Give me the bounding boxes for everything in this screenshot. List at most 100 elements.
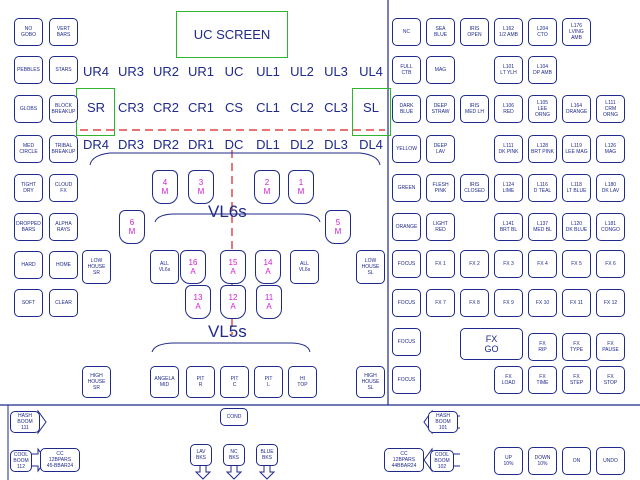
color-l126-mag[interactable]: L126 MAG — [596, 135, 625, 163]
low-house-sr-button[interactable]: LOW HOUSE SR — [82, 250, 111, 284]
position-dr2[interactable]: DR2 — [152, 137, 179, 152]
gobo-vert-bars[interactable]: VERT BARS — [49, 18, 78, 46]
color-green[interactable]: GREEN — [392, 174, 421, 202]
color-deep-straw[interactable]: DEEP STRAW — [426, 95, 455, 123]
nc-booms-button[interactable]: NC BKS — [223, 444, 245, 466]
cc-left-button[interactable]: CC 12BPARS 45-BBAR24 — [40, 448, 80, 472]
position-dc[interactable]: DC — [224, 137, 244, 152]
gobo-cloud-fx[interactable]: CLOUD FX — [49, 174, 78, 202]
fx-fx-rip-16[interactable]: FX RIP — [528, 333, 557, 361]
gobo-hard[interactable]: HARD — [14, 251, 43, 279]
position-sl[interactable]: SL — [363, 100, 379, 115]
up-10-button[interactable]: UP 10% — [494, 447, 523, 475]
color-l128-brt-pink[interactable]: L128 BRT PINK — [528, 135, 557, 163]
color-l176-lving-amb[interactable]: L176 LVING AMB — [562, 18, 591, 46]
fx-fx-7-8[interactable]: FX 7 — [426, 289, 455, 317]
color-l120-dk-blue[interactable]: L120 DK BLUE — [562, 213, 591, 241]
color-iris-med-lh[interactable]: IRIS MED LH — [460, 95, 489, 123]
pit-r-button[interactable]: PIT R — [186, 366, 215, 398]
gobo-pebbles[interactable]: PEBBLES — [14, 56, 43, 84]
fx-fx-type-17[interactable]: FX TYPE — [562, 333, 591, 361]
undo-button[interactable]: UNDO — [596, 447, 625, 475]
uc-screen-button[interactable]: UC SCREEN — [176, 11, 288, 58]
position-cr2[interactable]: CR2 — [152, 100, 179, 115]
down-10-button[interactable]: DOWN 10% — [528, 447, 557, 475]
position-cl2[interactable]: CL2 — [290, 100, 314, 115]
color-iris-open[interactable]: IRIS OPEN — [460, 18, 489, 46]
cool-boom-right-button[interactable]: COOL BOOM 102 — [430, 450, 454, 472]
position-ul3[interactable]: UL3 — [324, 64, 348, 79]
gobo-tight-dry[interactable]: TIGHT DRY — [14, 174, 43, 202]
hi-top-button[interactable]: HI TOP — [288, 366, 317, 398]
fx-fx-3-3[interactable]: FX 3 — [494, 250, 523, 278]
position-cr3[interactable]: CR3 — [117, 100, 144, 115]
fx-fx-11-12[interactable]: FX 11 — [562, 289, 591, 317]
color-light-red[interactable]: LIGHT RED — [426, 213, 455, 241]
fx-fx-9-10[interactable]: FX 9 — [494, 289, 523, 317]
fx-fx-load-20[interactable]: FX LOAD — [494, 366, 523, 394]
low-house-sl-button[interactable]: LOW HOUSE SL — [356, 250, 385, 284]
color-orange[interactable]: ORANGE — [392, 213, 421, 241]
all-vl6s-right-button[interactable]: ALL VL6s — [290, 250, 319, 284]
angela-mid-button[interactable]: ANGELA MID — [150, 366, 179, 398]
pit-l-button[interactable]: PIT L — [254, 366, 283, 398]
gobo-clear[interactable]: CLEAR — [49, 289, 78, 317]
pit-c-button[interactable]: PIT C — [220, 366, 249, 398]
cond-button[interactable]: COND — [220, 408, 248, 426]
color-flesh-pink[interactable]: FLESH PINK — [426, 174, 455, 202]
position-ur4[interactable]: UR4 — [82, 64, 109, 79]
position-dl3[interactable]: DL3 — [324, 137, 348, 152]
position-uc[interactable]: UC — [224, 64, 244, 79]
fx-fx-go-15[interactable]: FX GO — [460, 328, 523, 360]
high-house-sr-button[interactable]: HIGH HOUSE SR — [82, 366, 111, 398]
gobo-tribal-breakup[interactable]: TRIBAL BREAKUP — [49, 135, 78, 163]
color-l204-cto[interactable]: L204 CTO — [528, 18, 557, 46]
fx-fx-12-13[interactable]: FX 12 — [596, 289, 625, 317]
blue-booms-button[interactable]: BLUE BKS — [256, 444, 278, 466]
gobo-no-gobo[interactable]: NO GOBO — [14, 18, 43, 46]
gobo-block-breakup[interactable]: BLOCK BREAKUP — [49, 95, 78, 123]
color-l111-dk-pink[interactable]: L111 DK PINK — [494, 135, 523, 163]
color-l124-lime[interactable]: L124 LIME — [494, 174, 523, 202]
position-ul4[interactable]: UL4 — [359, 64, 383, 79]
position-dr1[interactable]: DR1 — [187, 137, 214, 152]
position-cl1[interactable]: CL1 — [256, 100, 280, 115]
fx-focus-0[interactable]: FOCUS — [392, 250, 421, 278]
cool-boom-left-button[interactable]: COOL BOOM 112 — [10, 450, 32, 472]
high-house-sl-button[interactable]: HIGH HOUSE SL — [356, 366, 385, 398]
position-ul2[interactable]: UL2 — [290, 64, 314, 79]
fx-fx-8-9[interactable]: FX 8 — [460, 289, 489, 317]
color-l181-congo[interactable]: L181 CONGO — [596, 213, 625, 241]
fx-fx-time-21[interactable]: FX TIME — [528, 366, 557, 394]
position-dr4[interactable]: DR4 — [82, 137, 109, 152]
hash-boom-left-button[interactable]: HASH BOOM 111 — [10, 411, 40, 433]
hash-boom-right-button[interactable]: HASH BOOM 101 — [428, 411, 458, 433]
position-ur2[interactable]: UR2 — [152, 64, 179, 79]
color-iris-closed[interactable]: IRIS CLOSED — [460, 174, 489, 202]
fx-fx-6-6[interactable]: FX 6 — [596, 250, 625, 278]
gobo-globs[interactable]: GLOBS — [14, 95, 43, 123]
cc-right-button[interactable]: CC 12BPARS 44BBAR24 — [384, 448, 424, 472]
gobo-soft[interactable]: SOFT — [14, 289, 43, 317]
color-l137-med-bl[interactable]: L137 MED BL — [528, 213, 557, 241]
position-ur3[interactable]: UR3 — [117, 64, 144, 79]
fx-fx-1-1[interactable]: FX 1 — [426, 250, 455, 278]
fx-fx-10-11[interactable]: FX 10 — [528, 289, 557, 317]
position-dl4[interactable]: DL4 — [359, 137, 383, 152]
position-cs[interactable]: CS — [224, 100, 244, 115]
position-cr1[interactable]: CR1 — [187, 100, 214, 115]
fx-fx-2-2[interactable]: FX 2 — [460, 250, 489, 278]
fx-focus-7[interactable]: FOCUS — [392, 289, 421, 317]
gobo-stars[interactable]: STARS — [49, 56, 78, 84]
color-l119-lee-mag[interactable]: L119 LEE MAG — [562, 135, 591, 163]
gobo-alpha-rays[interactable]: ALPHA RAYS — [49, 213, 78, 241]
